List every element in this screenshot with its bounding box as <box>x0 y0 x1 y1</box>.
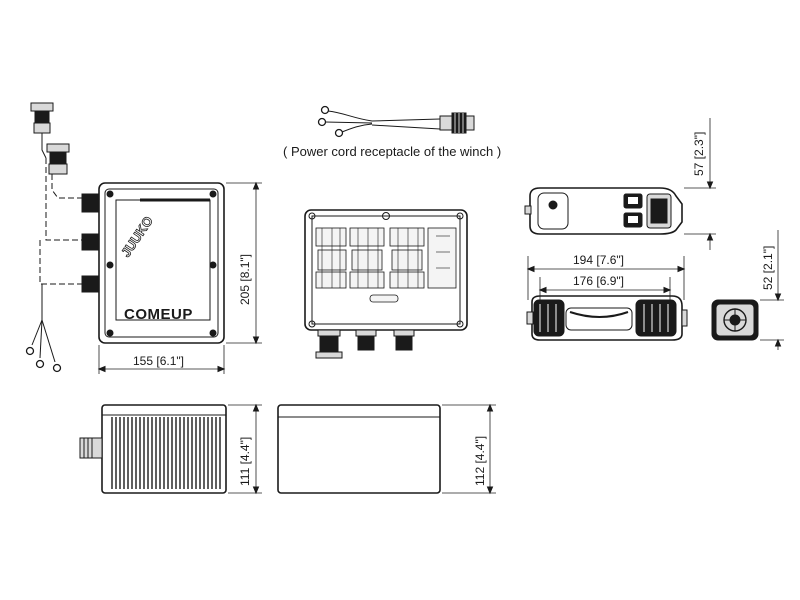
remote-side-view <box>526 295 688 341</box>
remote-end-view <box>711 299 759 341</box>
front-height-label: 205 [8.1"] <box>238 254 252 305</box>
remote-length-total-label: 194 [7.6"] <box>573 253 624 267</box>
front-width-label: 155 [6.1"] <box>133 354 184 368</box>
remote-top-height-label: 57 [2.3"] <box>692 132 706 176</box>
side-left-height-label: 111 [4.4"] <box>238 437 252 486</box>
comeup-logo: COMEUP <box>124 306 193 323</box>
front-width-dimension <box>97 345 226 374</box>
side-left-height-dimension <box>228 403 262 495</box>
control-box-interior-view <box>304 209 468 359</box>
side-right-height-dimension <box>442 403 496 495</box>
power-cord-receptacle <box>317 105 475 138</box>
remote-end-height-label: 52 [2.1"] <box>761 246 775 290</box>
box-brand-text: JUUKO <box>118 214 156 260</box>
front-height-dimension <box>226 181 262 345</box>
cable-connectors <box>25 102 99 373</box>
remote-top-height-dimension <box>684 118 716 250</box>
control-box-side-view-left <box>79 404 227 494</box>
control-box-side-view-right <box>277 404 441 494</box>
remote-top-view <box>524 187 683 235</box>
control-box-front-view <box>98 182 225 344</box>
side-right-height-label: 112 [4.4"] <box>473 436 487 486</box>
power-cord-caption: ( Power cord receptacle of the winch ) <box>283 144 501 159</box>
remote-side-view-dimensions <box>526 256 686 300</box>
remote-end-height-dimension <box>760 230 784 350</box>
remote-length-body-label: 176 [6.9"] <box>573 274 624 288</box>
